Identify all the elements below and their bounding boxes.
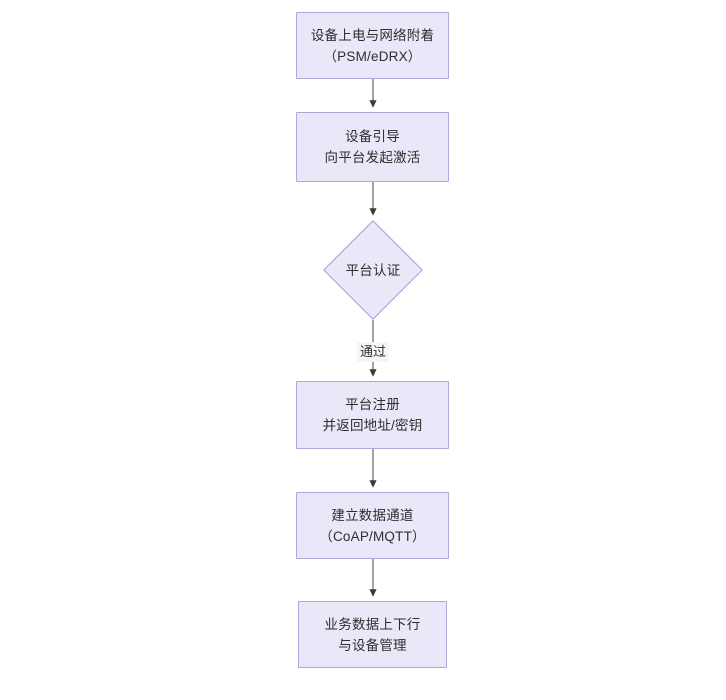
node-platform-registration[interactable]: 平台注册 并返回地址/密钥 bbox=[296, 381, 449, 449]
diamond-shape bbox=[323, 220, 423, 320]
node-label-line: 平台注册 bbox=[345, 397, 400, 412]
node-label-line: （CoAP/MQTT） bbox=[319, 528, 426, 544]
node-label-line: 向平台发起激活 bbox=[324, 150, 421, 165]
node-platform-authentication[interactable]: 平台认证 bbox=[323, 220, 423, 320]
node-device-bootstrap[interactable]: 设备引导 向平台发起激活 bbox=[296, 112, 449, 182]
node-label-line: 并返回地址/密钥 bbox=[322, 418, 423, 433]
node-label-line: 与设备管理 bbox=[338, 637, 407, 653]
node-label-line: 设备上电与网络附着 bbox=[310, 27, 435, 43]
node-label-line: 平台认证 bbox=[345, 262, 401, 278]
node-label-line: 设备引导 bbox=[345, 129, 400, 144]
node-label-line: 业务数据上下行 bbox=[324, 616, 421, 632]
node-device-power-on[interactable]: 设备上电与网络附着 （PSM/eDRX） bbox=[296, 12, 449, 79]
node-establish-data-channel[interactable]: 建立数据通道 （CoAP/MQTT） bbox=[296, 492, 449, 559]
node-label-line: （PSM/eDRX） bbox=[323, 48, 422, 64]
edge-label-pass: 通过 bbox=[356, 342, 390, 362]
node-label-line: 建立数据通道 bbox=[331, 507, 414, 523]
node-business-data-and-device-management[interactable]: 业务数据上下行 与设备管理 bbox=[298, 601, 447, 668]
